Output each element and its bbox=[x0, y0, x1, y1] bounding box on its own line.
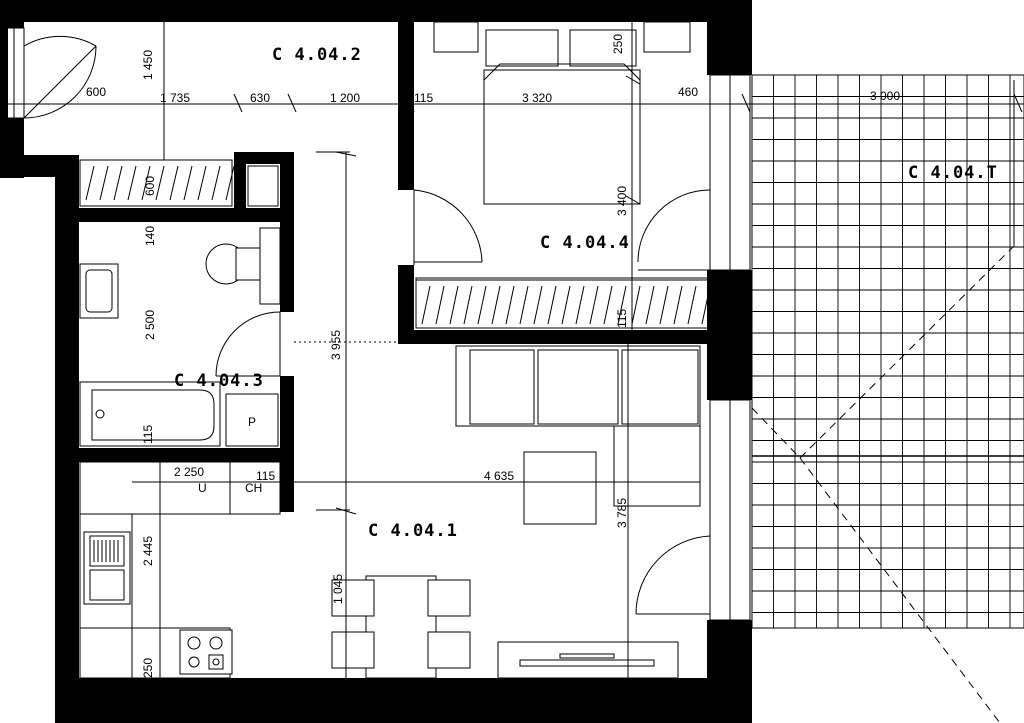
boiler-label: P bbox=[248, 415, 256, 429]
dimension-lines bbox=[0, 22, 1024, 720]
dim-2445: 2 445 bbox=[141, 536, 155, 566]
room-label-hall: C 4.04.2 bbox=[272, 45, 362, 65]
room-label-bathroom: C 4.04.3 bbox=[174, 371, 264, 391]
dim-3000: 3 000 bbox=[870, 89, 900, 103]
dim-3785: 3 785 bbox=[615, 498, 629, 528]
bathtub bbox=[79, 381, 221, 447]
bathroom-shelf bbox=[225, 393, 279, 447]
dim-115-bath: 115 bbox=[141, 425, 155, 444]
dim-1735: 1 735 bbox=[160, 91, 190, 105]
dim-115-bedroom: 115 bbox=[615, 309, 629, 328]
toilet bbox=[205, 227, 281, 305]
terrace-slope-line-3 bbox=[751, 407, 801, 459]
tv-unit bbox=[497, 641, 679, 679]
room-label-living: C 4.04.1 bbox=[368, 521, 458, 541]
dim-3955: 3 955 bbox=[329, 330, 343, 360]
dim-250-bottom: 250 bbox=[141, 658, 155, 678]
dim-250-top: 250 bbox=[611, 34, 625, 54]
dim-2500: 2 500 bbox=[143, 310, 157, 340]
washer-label: U bbox=[198, 481, 207, 495]
room-label-bedroom: C 4.04.4 bbox=[540, 233, 630, 253]
dim-1045: 1 045 bbox=[331, 574, 345, 604]
terrace-tile-grid bbox=[751, 74, 1024, 628]
kitchen-sink bbox=[83, 531, 131, 605]
cooktop bbox=[179, 629, 233, 675]
dim-460: 460 bbox=[678, 85, 698, 99]
dim-115-kitchen: 115 bbox=[256, 469, 275, 483]
coffee-table bbox=[523, 451, 597, 525]
fridge-label: CH bbox=[245, 481, 262, 495]
bathroom-sink bbox=[79, 263, 119, 319]
dim-4635: 4 635 bbox=[484, 469, 514, 483]
dim-3400: 3 400 bbox=[615, 186, 629, 216]
room-label-terrace: C 4.04.T bbox=[908, 163, 998, 183]
nightstand-right bbox=[643, 21, 691, 53]
dim-630: 630 bbox=[250, 91, 270, 105]
dim-140: 140 bbox=[143, 226, 157, 246]
terrace-slope-line-2 bbox=[799, 457, 1001, 723]
terrace-slope-line bbox=[799, 244, 1016, 459]
dim-3320: 3 320 bbox=[522, 91, 552, 105]
nightstand-left bbox=[433, 21, 479, 53]
walls bbox=[0, 0, 752, 723]
dining-table bbox=[331, 575, 471, 679]
double-bed bbox=[483, 29, 641, 205]
dim-115-top: 115 bbox=[414, 91, 433, 105]
dim-1200: 1 200 bbox=[330, 91, 360, 105]
doors bbox=[23, 35, 711, 615]
dim-600-top: 600 bbox=[86, 85, 106, 99]
hall-wardrobe bbox=[79, 159, 235, 207]
terrace-outline bbox=[751, 74, 1024, 629]
hall-storage bbox=[247, 165, 279, 207]
dim-600-wardrobe: 600 bbox=[143, 176, 157, 196]
bedroom-wardrobe bbox=[415, 277, 711, 329]
windows bbox=[3, 27, 751, 621]
dim-1450: 1 450 bbox=[141, 50, 155, 80]
dim-2250: 2 250 bbox=[174, 465, 204, 479]
sofa bbox=[455, 345, 701, 507]
